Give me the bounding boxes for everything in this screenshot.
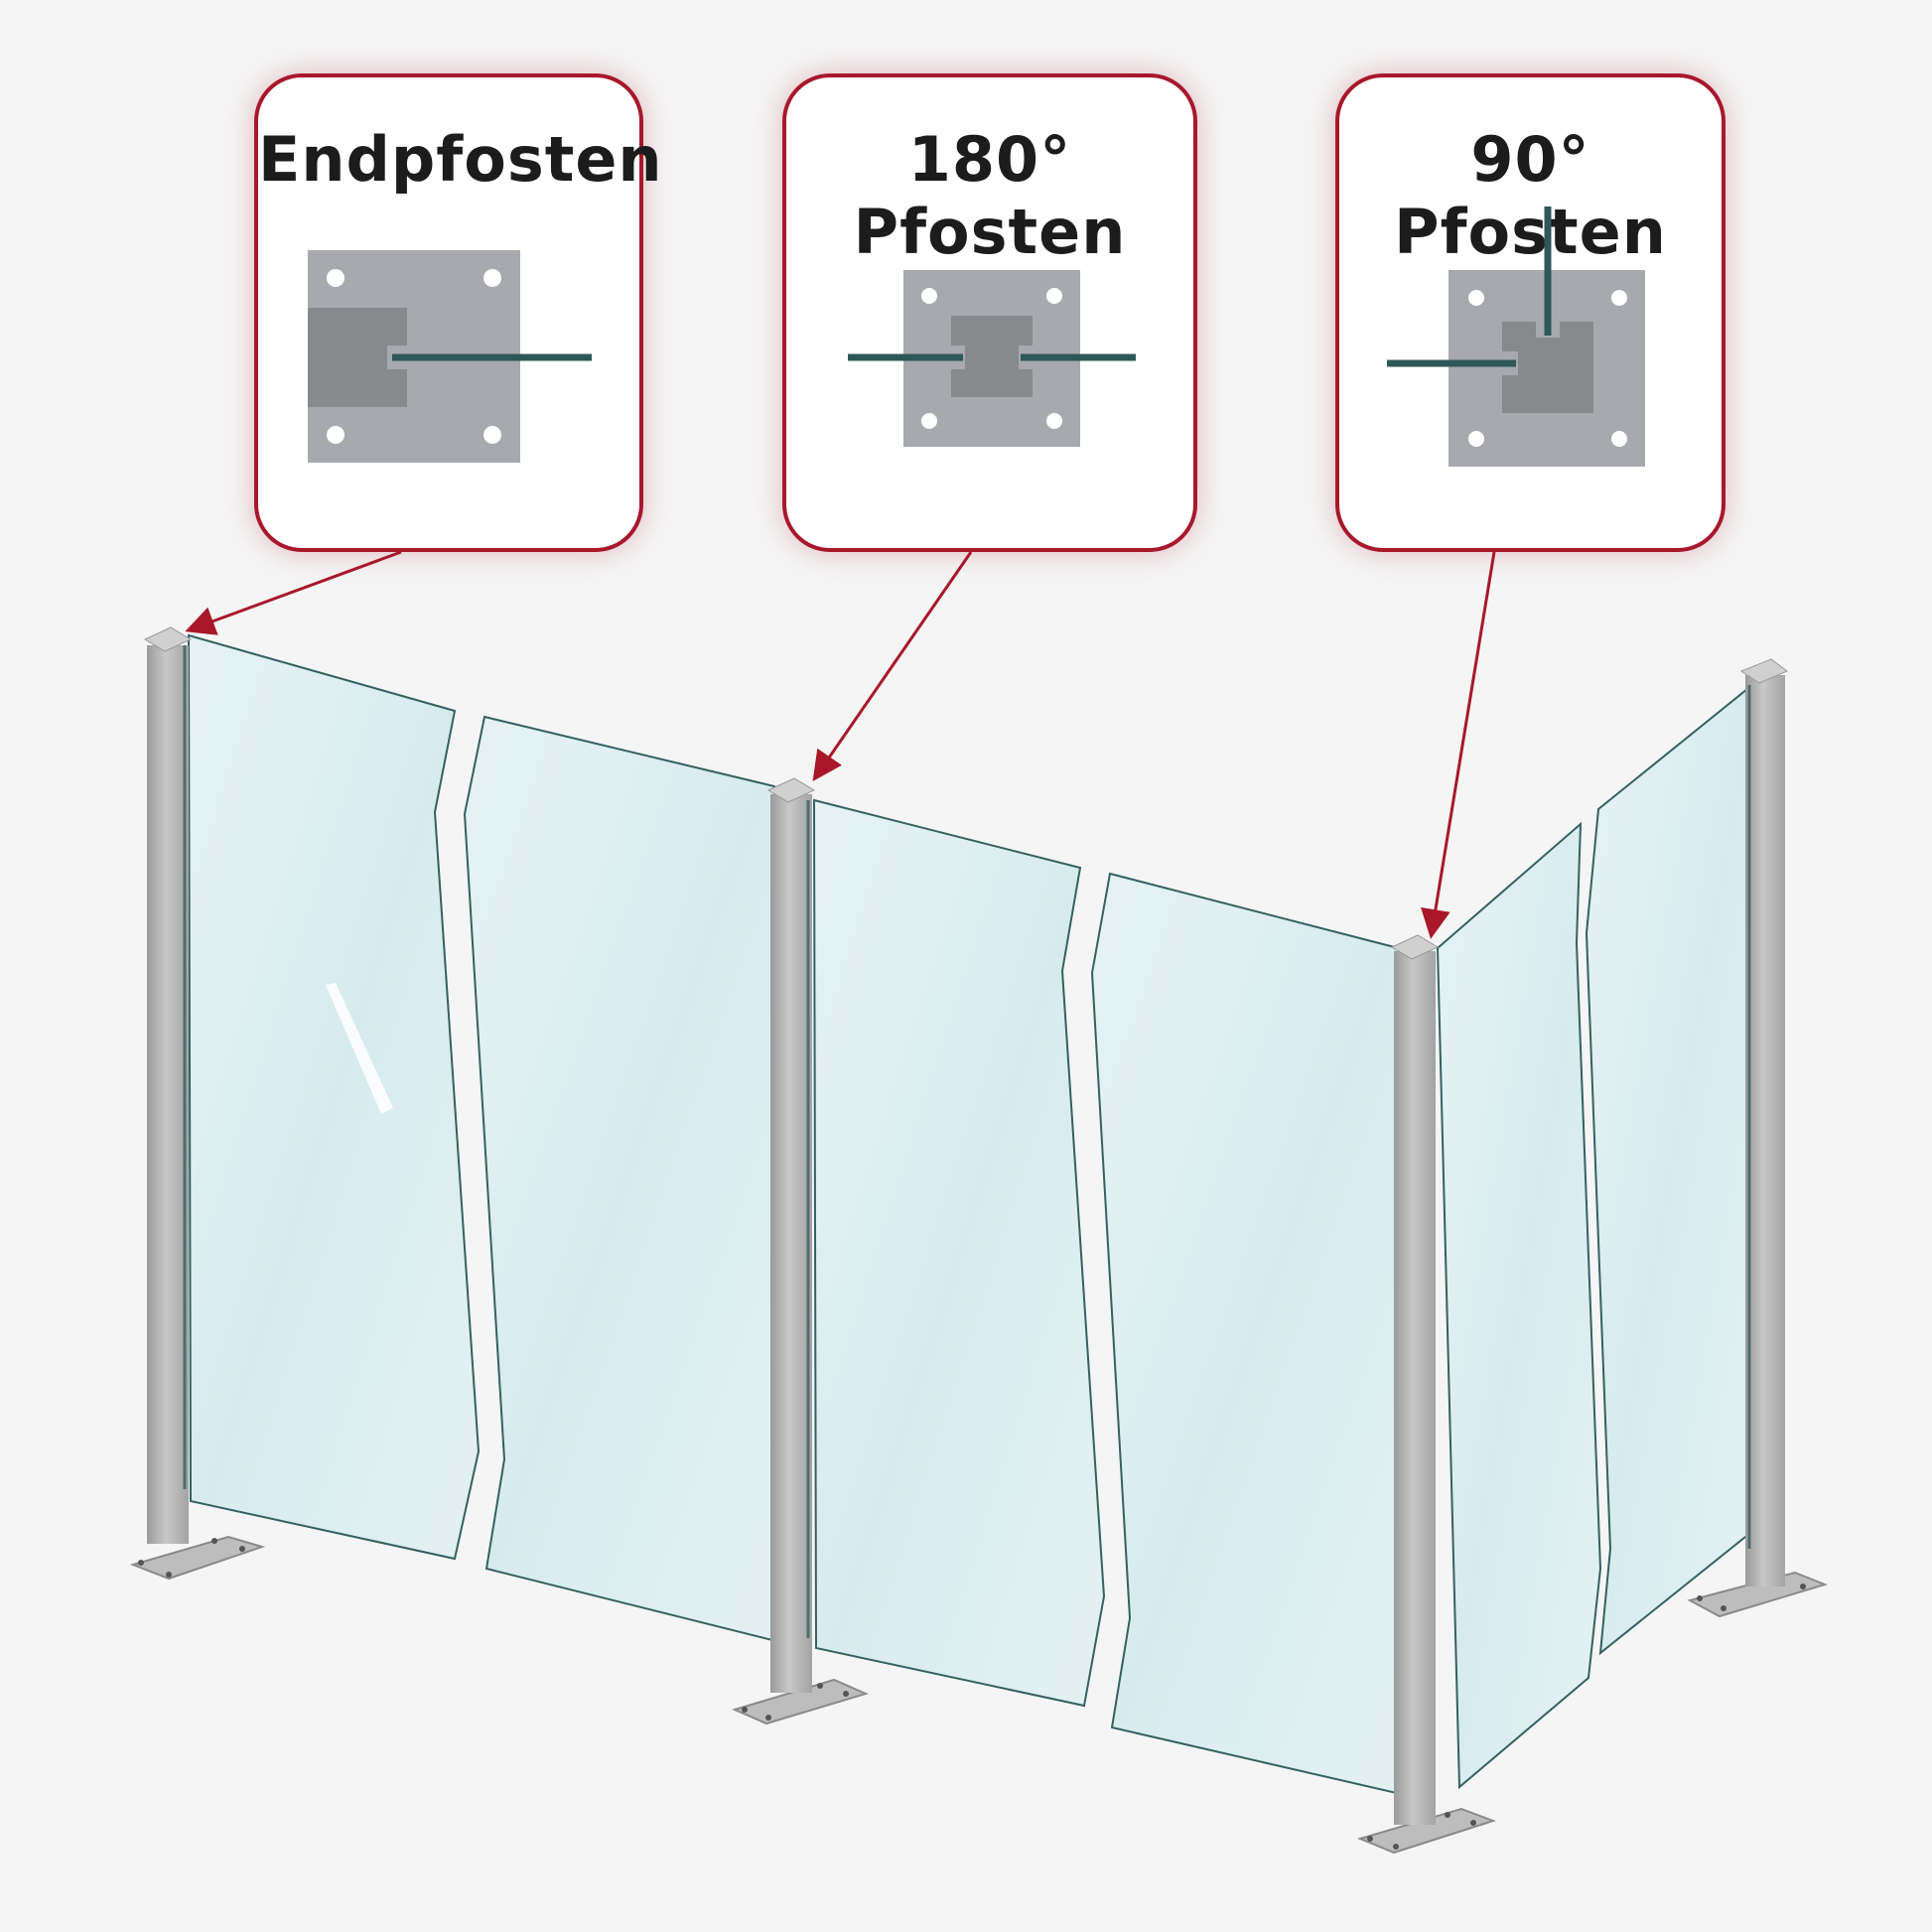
callout-arrows (185, 550, 1496, 939)
callout-title-180-degree-post: 180° Pfosten (853, 123, 1127, 268)
90-degree-post-plan-icon (1387, 207, 1645, 467)
arrow-90 (1421, 551, 1496, 939)
post-90 (1356, 934, 1497, 1855)
arrow-end (185, 550, 402, 635)
end-post-plan-icon (308, 250, 592, 463)
callout-90-degree-post: 90° Pfosten (1335, 73, 1725, 552)
glass-panel-2 (463, 715, 786, 1645)
glass-panel-6 (1585, 682, 1757, 1656)
callout-title-90-degree-post: 90° Pfosten (1394, 123, 1667, 268)
glass-panel-1 (187, 633, 481, 1561)
glass-reflection (326, 983, 393, 1114)
callout-title-end-post: Endpfosten (258, 123, 663, 196)
glass-panel-5 (1436, 821, 1602, 1790)
glass-panels (187, 633, 1757, 1799)
glass-panel-3 (812, 798, 1106, 1708)
callout-end-post: Endpfosten (254, 73, 663, 552)
glass-panel-4 (1090, 872, 1416, 1799)
post-180 (732, 777, 869, 1725)
arrow-180 (812, 551, 973, 781)
callout-180-degree-post: 180° Pfosten (782, 73, 1197, 552)
180-degree-post-plan-icon (848, 270, 1136, 447)
post-end (129, 626, 266, 1581)
post-rear (1687, 658, 1829, 1618)
